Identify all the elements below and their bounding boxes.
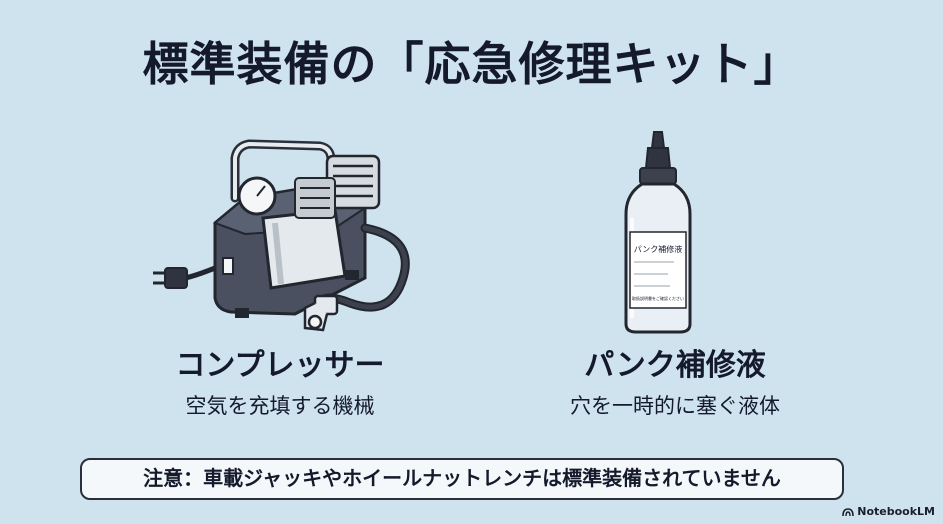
notebooklm-logo-icon: [842, 507, 855, 516]
sealant-caption: パンク補修液 穴を一時的に塞ぐ液体: [510, 340, 840, 420]
compressor-desc: 空気を充填する機械: [185, 394, 375, 418]
sealant-name: パンク補修液: [584, 348, 766, 383]
bottle-label-text: パンク補修液: [634, 244, 682, 254]
sealant-bottle-illustration: パンク補修液 取扱説明書をご確認ください: [624, 131, 692, 334]
notice-box: 注意：車載ジャッキやホイールナットレンチは標準装備されていません: [80, 458, 844, 500]
page-title: 標準装備の「応急修理キット」: [142, 37, 801, 91]
bottle-small-text: 取扱説明書をご確認ください: [632, 295, 684, 301]
brand-text: NotebookLM: [857, 505, 935, 518]
compressor-name: コンプレッサー: [175, 348, 385, 383]
brand-watermark: NotebookLM: [842, 505, 935, 518]
sealant-desc: 穴を一時的に塞ぐ液体: [570, 394, 780, 418]
compressor-illustration: [153, 139, 410, 332]
compressor-caption: コンプレッサー 空気を充填する機械: [115, 340, 445, 420]
